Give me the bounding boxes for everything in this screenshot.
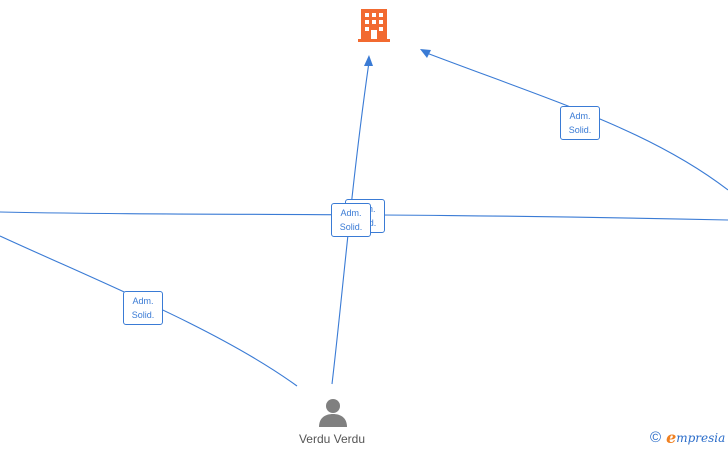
arrow-head-company [364,55,373,66]
role-badge-center[interactable]: Adm. Solid. [331,203,371,237]
person-name-label[interactable]: Verdu Verdu [298,432,366,446]
building-icon [358,9,390,42]
brand-logo-text: mpresia [676,431,726,445]
person-node[interactable] [316,396,350,430]
role-badge-right[interactable]: Adm. Solid. [560,106,600,140]
person-icon [319,399,347,427]
brand-logo-e: e [666,428,677,447]
copyright-symbol: © [650,429,662,446]
role-badge-left[interactable]: Adm. Solid. [123,291,163,325]
arrow-head-company-right [420,49,431,58]
edge-left-to-right[interactable] [0,211,728,221]
company-node[interactable] [356,6,392,44]
